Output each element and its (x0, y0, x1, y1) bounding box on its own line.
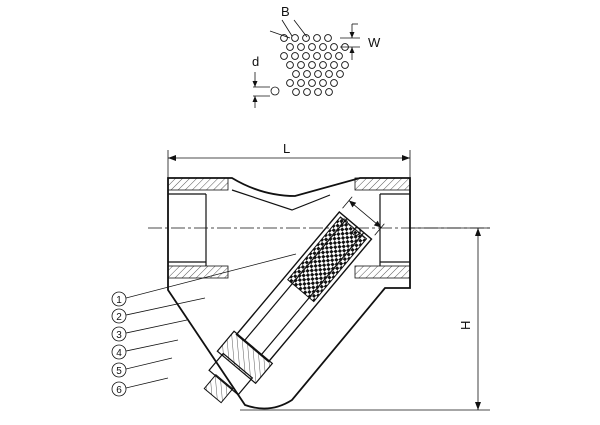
perforation-hole (336, 70, 344, 78)
perforation-hole (297, 79, 305, 87)
screen-cap (216, 330, 274, 385)
perforation-hole (297, 43, 305, 51)
screen-inner-top (243, 218, 348, 342)
part-callouts: 1 2 3 4 5 6 (111, 253, 297, 397)
hole-reference (270, 86, 280, 96)
perforation-hole (319, 79, 327, 87)
length-label: L (283, 141, 290, 156)
hole-arrowhead-bottom (252, 96, 258, 102)
perforation-hole (324, 52, 332, 60)
height-arrow-bottom (475, 402, 481, 410)
callout-1: 1 (111, 253, 297, 307)
hole-arrowhead-top (252, 81, 258, 87)
height-label: H (458, 321, 473, 330)
diameter-arrow-bottom (373, 220, 382, 228)
left-thread-top (167, 177, 229, 191)
hole-label: d (252, 54, 259, 69)
pitch-arrow (269, 30, 291, 39)
perforation-hole (297, 61, 305, 69)
wall-arrowhead-top (349, 32, 355, 38)
perforation-holes (280, 34, 349, 96)
perforation-hole (302, 52, 310, 60)
perforation-hole (325, 70, 333, 78)
perforation-hole (280, 52, 288, 60)
perforation-hole (286, 79, 294, 87)
callout-4: 4 (111, 339, 179, 360)
perforation-hole (308, 79, 316, 87)
perforation-hole (280, 34, 288, 42)
right-thread-bottom (354, 265, 411, 279)
callout-6-label: 6 (116, 385, 122, 396)
callout-3-label: 3 (116, 330, 122, 341)
perforation-hole (335, 52, 343, 60)
callout-2: 2 (111, 297, 206, 324)
drain-plug (203, 374, 234, 404)
callout-5-label: 5 (116, 366, 122, 377)
pitch-leader-a (281, 19, 293, 37)
length-arrow-left (168, 155, 176, 161)
diameter-arrow-top (348, 200, 357, 208)
perforation-hole (313, 52, 321, 60)
perforation-hole (291, 34, 299, 42)
perforation-hole (330, 43, 338, 51)
inner-web (231, 189, 331, 211)
wall-arrowhead-bottom (349, 47, 355, 53)
height-arrow-top (475, 228, 481, 236)
perforation-hole (325, 88, 333, 96)
callout-5: 5 (111, 357, 173, 378)
perforation-hole (341, 61, 349, 69)
perforation-hole (330, 79, 338, 87)
perforation-hole (303, 70, 311, 78)
pitch-label: B (281, 4, 290, 19)
left-thread-bottom (167, 265, 229, 279)
perforation-hole (286, 43, 294, 51)
callout-3: 3 (111, 319, 188, 342)
screen-assembly (203, 196, 385, 404)
perforation-hole (330, 61, 338, 69)
perforation-hole (308, 61, 316, 69)
perforation-hole (291, 52, 299, 60)
callout-4-label: 4 (116, 348, 122, 359)
callout-1-label: 1 (116, 295, 122, 306)
perforation-hole (292, 70, 300, 78)
length-dimension: L (167, 141, 411, 178)
screen-inner-bottom (260, 232, 365, 356)
perforation-hole (314, 88, 322, 96)
perforation-hole (286, 61, 294, 69)
perforation-hole (308, 43, 316, 51)
perforation-hole (303, 88, 311, 96)
diameter-ext-top (342, 196, 353, 209)
wall-label: W (368, 35, 381, 50)
perforation-hole (314, 70, 322, 78)
perforation-hole (313, 34, 321, 42)
height-dimension: H (240, 227, 490, 411)
perforation-hole (302, 34, 310, 42)
diameter-ext-bottom (374, 223, 385, 236)
screen-mesh (287, 216, 368, 303)
callout-6: 6 (111, 377, 169, 397)
strainer-body: φ D (148, 177, 490, 410)
perforation-hole (292, 88, 300, 96)
perforation-hole (324, 34, 332, 42)
right-thread-top (354, 177, 411, 191)
perforation-detail: B W d (252, 4, 381, 108)
perforation-hole (319, 61, 327, 69)
length-arrow-right (402, 155, 410, 161)
body-outline (167, 177, 411, 410)
perforation-hole (319, 43, 327, 51)
pitch-leader-b (293, 19, 308, 38)
callout-2-label: 2 (116, 312, 122, 323)
